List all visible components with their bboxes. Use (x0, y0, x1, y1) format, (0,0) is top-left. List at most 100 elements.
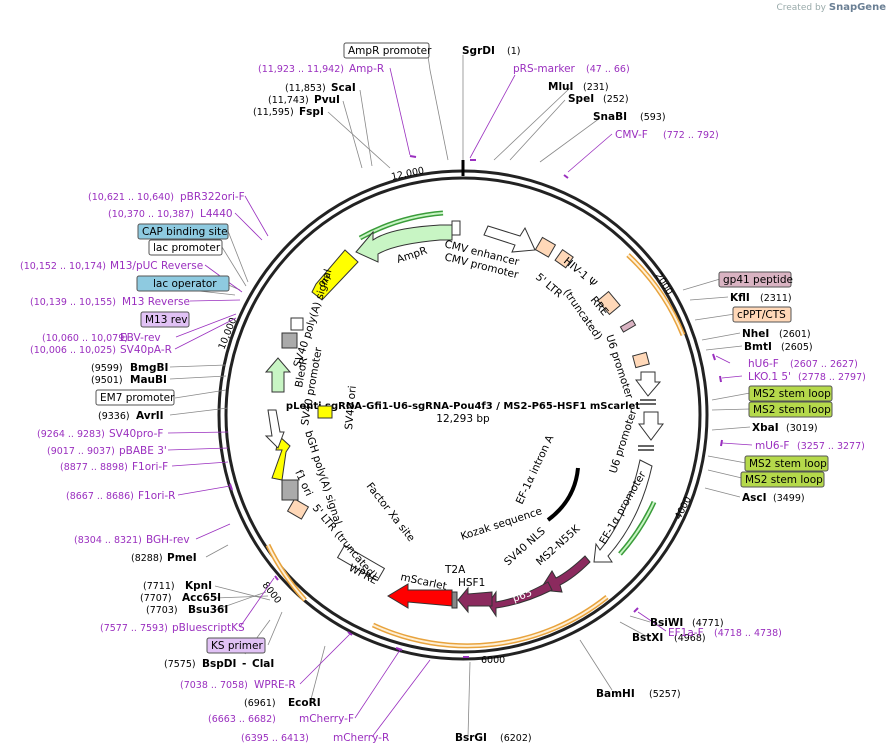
site-bspdi: BspDI (202, 658, 236, 670)
t2a-block (451, 591, 458, 609)
box-ms2-4-label: MS2 stem loop (745, 474, 823, 486)
site-bsiwi-pos: (4771) (692, 618, 724, 629)
primer-hu6-f: hU6-F (748, 358, 779, 370)
ef1a-arrow (593, 459, 653, 563)
ampr-promoter-block (451, 220, 461, 236)
primer-l4440-pos: (10,370 .. 10,387) (108, 209, 194, 220)
label-bleor: BleoR (293, 357, 310, 389)
site-sgrdi-pos: (1) (507, 46, 520, 57)
sv40-ori-block (317, 405, 333, 419)
site-pmei-pos: (8288) (131, 553, 163, 564)
primer-mcherry-f-pos: (6663 .. 6682) (208, 714, 276, 725)
label-psi: HIV-1 Ψ (561, 255, 599, 290)
box-ks-primer (206, 637, 266, 654)
site-maubi-pos: (9501) (91, 375, 123, 386)
label-t2a: T2A (444, 564, 466, 576)
site-snabi-pos: (593) (640, 112, 666, 123)
site-pvui: PvuI (314, 94, 340, 106)
site-pmei: PmeI (167, 552, 197, 564)
site-maubi: MauBI (130, 374, 167, 386)
snapgene-credit: Created by SnapGene (776, 2, 886, 13)
site-bmti: BmtI (744, 341, 772, 353)
site-ecori-pos: (6961) (244, 698, 276, 709)
tick-12000: 12,000 (390, 165, 425, 183)
primer-f1ori-f-pos: (8877 .. 8898) (60, 462, 128, 473)
primer-bgh-rev: BGH-rev (146, 534, 190, 546)
box-cap (137, 223, 229, 240)
primer-m13puc-reverse: M13/pUC Reverse (110, 260, 203, 272)
site-clai: ClaI (252, 658, 274, 670)
site-nhei-pos: (2601) (779, 329, 811, 340)
primer-cmv-f-pos: (772 .. 792) (663, 130, 719, 141)
psi-block (554, 248, 574, 269)
primer-f1ori-f: F1ori-F (132, 461, 168, 473)
gp41-block (619, 319, 637, 333)
label-ef1a-intron: EF-1α intron A (514, 433, 557, 507)
box-ms2-3-label: MS2 stem loop (749, 458, 827, 470)
u6-arrow-1 (635, 371, 662, 397)
box-lac-promoter-label: lac promoter (153, 242, 221, 254)
site-mlui: MluI (548, 81, 573, 93)
site-kpni: KpnI (185, 580, 212, 592)
lac-block (290, 317, 304, 331)
ltr5-block (534, 236, 557, 258)
primer-sv40pa-r: SV40pA-R (120, 344, 172, 356)
box-ms2-4 (740, 471, 825, 488)
site-bsu36i: Bsu36I (188, 604, 228, 616)
box-cppt (732, 306, 792, 323)
site-bsiwi: BsiWI (650, 617, 683, 629)
site-clai-sep: - (242, 658, 246, 670)
primer-wpre-r-pos: (7038 .. 7058) (180, 680, 248, 691)
label-sv40ori: SV40 ori (343, 385, 359, 430)
site-bspdi-pos: (7575) (164, 659, 196, 670)
tick-6000: 6000 (481, 655, 505, 666)
site-xbai: XbaI (752, 422, 779, 434)
primer-m13-reverse-pos: (10,139 .. 10,155) (30, 297, 116, 308)
box-m13-rev-label: M13 rev (145, 314, 188, 326)
bgh-arrow (271, 435, 291, 481)
site-labels: SgrDI (1) MluI (231) SpeI (252) SnaBI (5… (91, 45, 818, 744)
box-gp41 (718, 271, 792, 288)
sv40pa-block (281, 332, 298, 349)
hsf1-arrow (457, 586, 493, 614)
cppt-block (632, 351, 650, 369)
primer-f1ori-r: F1ori-R (138, 490, 175, 502)
primer-lko: LKO.1 5' (748, 371, 791, 383)
site-spei: SpeI (568, 93, 594, 105)
site-fspi: FspI (299, 106, 324, 118)
primer-amp-r: Amp-R (349, 63, 384, 75)
credit-text: Created by (776, 3, 826, 13)
box-lac-promoter (148, 239, 223, 256)
primer-pbluescriptks-pos: (7577 .. 7593) (100, 623, 168, 634)
primer-pbabe-pos: (9017 .. 9037) (47, 446, 115, 457)
ori-arrow (311, 249, 359, 301)
box-em7 (95, 389, 175, 406)
primer-ebv-rev-pos: (10,060 .. 10,079) (42, 333, 128, 344)
site-bamhi-pos: (5257) (649, 689, 681, 700)
primer-ef1a-f: EF1a-F (668, 627, 704, 639)
u6-arrow-2 (638, 411, 664, 441)
primer-l4440: L4440 (200, 208, 233, 220)
primer-m13-reverse: M13 Reverse (122, 296, 190, 308)
ampr-arrow (355, 224, 453, 263)
label-ampr: AmpR (395, 245, 429, 266)
primer-mu6-f: mU6-F (755, 440, 789, 452)
em7-arrow (264, 409, 285, 449)
primer-sv40pro-f-pos: (9264 .. 9283) (37, 429, 105, 440)
primer-bgh-rev-pos: (8304 .. 8321) (74, 535, 142, 546)
box-ms2-1-label: MS2 stem loop (753, 388, 831, 400)
plasmid-length: 12,293 bp (436, 413, 490, 425)
primer-pbr322ori-f-pos: (10,621 .. 10,640) (88, 192, 174, 203)
cmv-arrow (483, 225, 536, 253)
label-hsf1: HSF1 (458, 577, 485, 589)
site-kfli-pos: (2311) (760, 293, 792, 304)
primer-m13puc-reverse-pos: (10,152 .. 10,174) (20, 261, 106, 272)
primer-mu6-f-pos: (3257 .. 3277) (797, 441, 865, 452)
site-bmti-pos: (2605) (781, 342, 813, 353)
box-lac-operator-label: lac operator (153, 278, 217, 290)
primer-mcherry-r: mCherry-R (333, 732, 389, 744)
primer-pbluescriptks: pBluescriptKS (172, 622, 245, 634)
site-avrii: AvrII (136, 410, 164, 422)
box-ampr-promoter-label: AmpR promoter (348, 45, 432, 57)
site-bstxi: BstXI (632, 632, 663, 644)
